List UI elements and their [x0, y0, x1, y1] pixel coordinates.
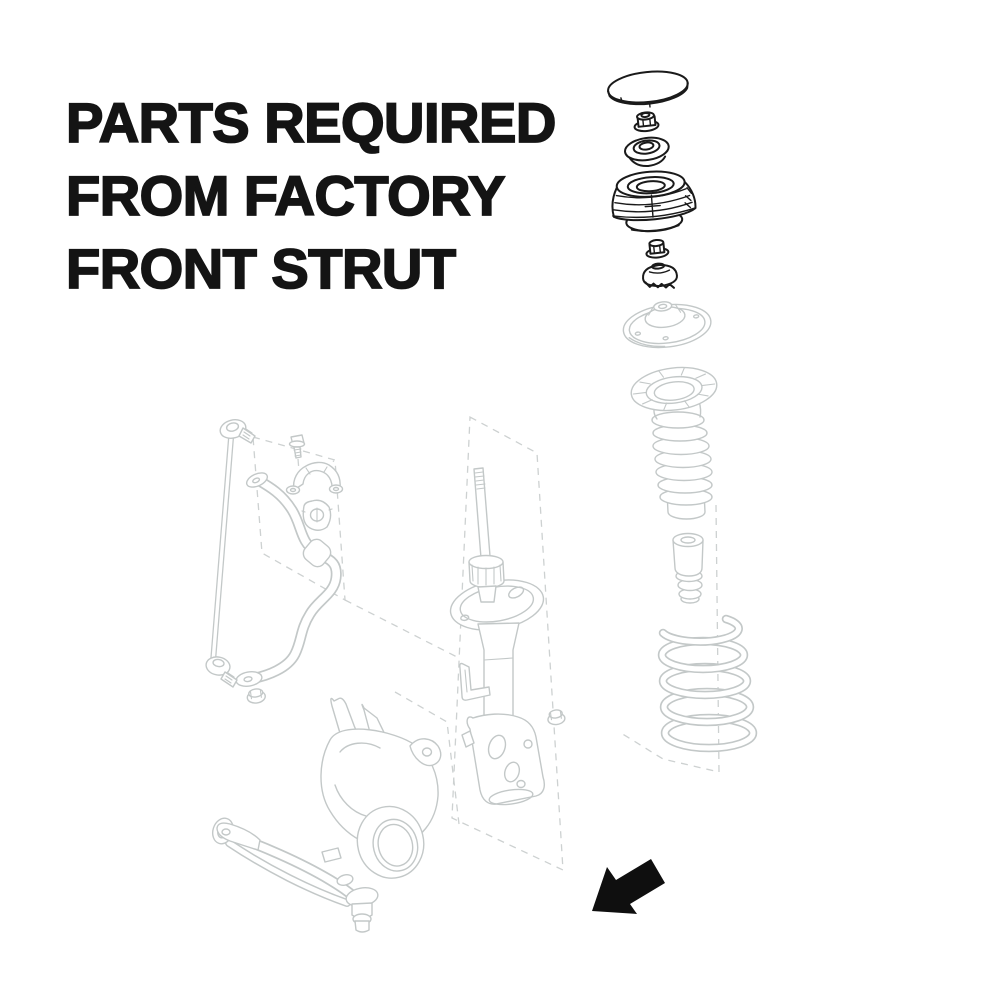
gland-nut [468, 554, 505, 589]
hub-bore [356, 805, 425, 879]
boot-flange [630, 366, 718, 412]
strut-shock-absorber [449, 467, 545, 806]
title-line-3: FRONT STRUT [65, 236, 457, 301]
flange-nut [547, 709, 566, 726]
title-line-2: FROM FACTORY [65, 163, 506, 228]
dust-boot [630, 366, 718, 520]
ball-joint [345, 887, 379, 933]
stabilizer-bar-bushing [301, 499, 333, 531]
bar-bushing-seat [302, 538, 332, 568]
support-washer [624, 136, 670, 168]
brake-hose-bracket [459, 662, 491, 701]
stabilizer-bar [235, 472, 342, 687]
strut-knuckle-bracket [461, 713, 545, 806]
link-nut [246, 688, 266, 704]
title-line-1: PARTS REQUIRED [65, 90, 557, 155]
dust-cap [607, 70, 689, 108]
coil-spring [657, 614, 758, 753]
steering-knuckle [216, 697, 442, 886]
bracket-bolt [288, 434, 306, 459]
sway-bar-end-link [205, 419, 256, 688]
pointer-arrow [592, 859, 665, 914]
strut-mount [611, 170, 697, 233]
bump-stop [672, 532, 704, 604]
stabilizer-bar-bracket [285, 461, 344, 495]
upper-spring-seat [622, 301, 712, 349]
mount-lock-nut [645, 238, 670, 259]
mount-cushion [642, 262, 678, 289]
page-title: PARTS REQUIRED FROM FACTORY FRONT STRUT [65, 86, 557, 305]
upper-mount-nut [633, 111, 660, 133]
